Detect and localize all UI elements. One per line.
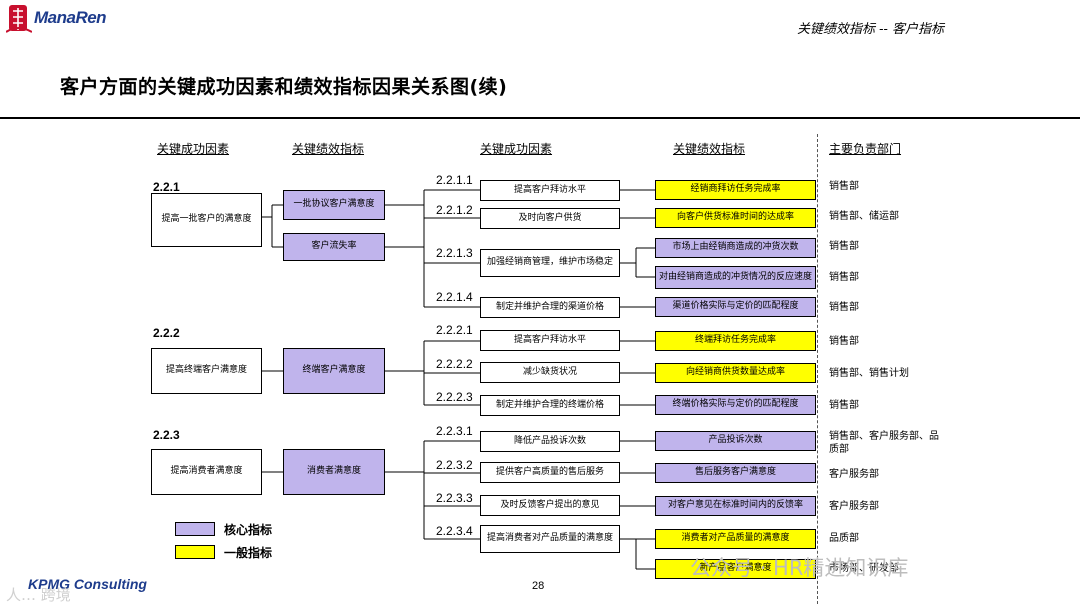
page-number: 28 xyxy=(532,580,545,592)
section-number: 2.2.2 xyxy=(153,326,180,340)
subfactor-box: 提高客户拜访水平 xyxy=(480,180,620,201)
kpi-box-general: 消费者对产品质量的满意度 xyxy=(655,529,816,549)
dept-label: 销售部 xyxy=(829,181,859,192)
subfactor-number: 2.2.1.3 xyxy=(436,246,473,260)
subfactor-number: 2.2.2.3 xyxy=(436,390,473,404)
subfactor-box: 提高客户拜访水平 xyxy=(480,330,620,351)
dept-label: 销售部、客户服务部、品质部 xyxy=(829,431,939,455)
seal-icon xyxy=(6,5,32,33)
kpi-box-core: 对客户意见在标准时间内的反馈率 xyxy=(655,496,816,516)
kpi-box-core: 对由经销商造成的冲货情况的反应速度 xyxy=(655,266,816,289)
subfactor-box: 及时反馈客户提出的意见 xyxy=(480,495,620,516)
subfactor-box: 提供客户高质量的售后服务 xyxy=(480,462,620,483)
kpi-box: 客户流失率 xyxy=(283,233,385,261)
subfactor-number: 2.2.3.3 xyxy=(436,491,473,505)
column-header-csf-2: 关键成功因素 xyxy=(480,142,553,156)
column-header-dept: 主要负责部门 xyxy=(829,142,902,156)
subfactor-box: 及时向客户供货 xyxy=(480,208,620,229)
kpi-box-core: 终端价格实际与定价的匹配程度 xyxy=(655,395,816,415)
kpi-box-general: 新产品客户满意度 xyxy=(655,559,816,579)
factor-box: 提高消费者满意度 xyxy=(151,449,262,495)
subfactor-number: 2.2.1.4 xyxy=(436,290,473,304)
header-section-label: 关键绩效指标 -- 客户指标 xyxy=(796,22,944,37)
factor-box: 提高终端客户满意度 xyxy=(151,348,262,394)
kpi-box: 消费者满意度 xyxy=(283,449,385,495)
subfactor-number: 2.2.2.1 xyxy=(436,323,473,337)
legend-swatch-general xyxy=(175,545,215,559)
page-title: 客户方面的关键成功因素和绩效指标因果关系图(续) xyxy=(60,76,508,98)
factor-box: 提高一批客户的满意度 xyxy=(151,193,262,247)
subfactor-number: 2.2.3.2 xyxy=(436,458,473,472)
watermark-right: 公众号 · HR精进知识库 xyxy=(690,556,909,580)
kpi-box-general: 向经销商供货数量达成率 xyxy=(655,363,816,383)
subfactor-number: 2.2.3.4 xyxy=(436,524,473,538)
subfactor-box: 降低产品投诉次数 xyxy=(480,431,620,452)
subfactor-number: 2.2.1.1 xyxy=(436,173,473,187)
subfactor-box: 制定并维护合理的终端价格 xyxy=(480,395,620,416)
dept-label: 销售部 xyxy=(829,400,859,411)
column-header-kpi-2: 关键绩效指标 xyxy=(673,142,746,156)
subfactor-number: 2.2.1.2 xyxy=(436,203,473,217)
kpi-box-core: 售后服务客户满意度 xyxy=(655,463,816,483)
dept-label: 销售部、销售计划 xyxy=(829,368,909,379)
subfactor-number: 2.2.3.1 xyxy=(436,424,473,438)
watermark-left: 人… 跨境 xyxy=(6,586,71,604)
manaren-logo: ManaRen xyxy=(6,2,107,38)
title-divider xyxy=(0,117,1080,119)
column-header-kpi-1: 关键绩效指标 xyxy=(292,142,365,156)
kpi-box-core: 市场上由经销商造成的冲货次数 xyxy=(655,238,816,258)
kpi-box: 一批协议客户满意度 xyxy=(283,190,385,220)
legend-label-core: 核心指标 xyxy=(224,523,273,537)
footer-logo: KPMG Consulting xyxy=(28,576,147,592)
section-number: 2.2.3 xyxy=(153,428,180,442)
dept-label: 市场部、研发部 xyxy=(829,563,899,574)
kpi-box-general: 向客户供货标准时间的达成率 xyxy=(655,208,816,228)
legend-label-general: 一般指标 xyxy=(224,546,273,560)
subfactor-box: 减少缺货状况 xyxy=(480,362,620,383)
subfactor-box: 制定并维护合理的渠道价格 xyxy=(480,297,620,318)
kpi-box-general: 终端拜访任务完成率 xyxy=(655,331,816,351)
kpi-box-core: 渠道价格实际与定价的匹配程度 xyxy=(655,297,816,317)
dept-label: 销售部 xyxy=(829,336,859,347)
subfactor-box: 加强经销商管理，维护市场稳定 xyxy=(480,249,620,277)
subfactor-box: 提高消费者对产品质量的满意度 xyxy=(480,525,620,553)
section-number: 2.2.1 xyxy=(153,180,180,194)
logo-text: ManaRen xyxy=(34,8,107,27)
kpi-box-general: 经销商拜访任务完成率 xyxy=(655,180,816,200)
legend-swatch-core xyxy=(175,522,215,536)
kpi-box: 终端客户满意度 xyxy=(283,348,385,394)
dept-label: 销售部 xyxy=(829,302,859,313)
dept-label: 客户服务部 xyxy=(829,469,879,480)
dept-divider xyxy=(817,134,818,604)
column-header-csf-1: 关键成功因素 xyxy=(157,142,230,156)
kpi-box-core: 产品投诉次数 xyxy=(655,431,816,451)
dept-label: 客户服务部 xyxy=(829,501,879,512)
dept-label: 销售部 xyxy=(829,241,859,252)
dept-label: 销售部、储运部 xyxy=(829,211,899,222)
dept-label: 品质部 xyxy=(829,533,859,544)
dept-label: 销售部 xyxy=(829,272,859,283)
subfactor-number: 2.2.2.2 xyxy=(436,357,473,371)
